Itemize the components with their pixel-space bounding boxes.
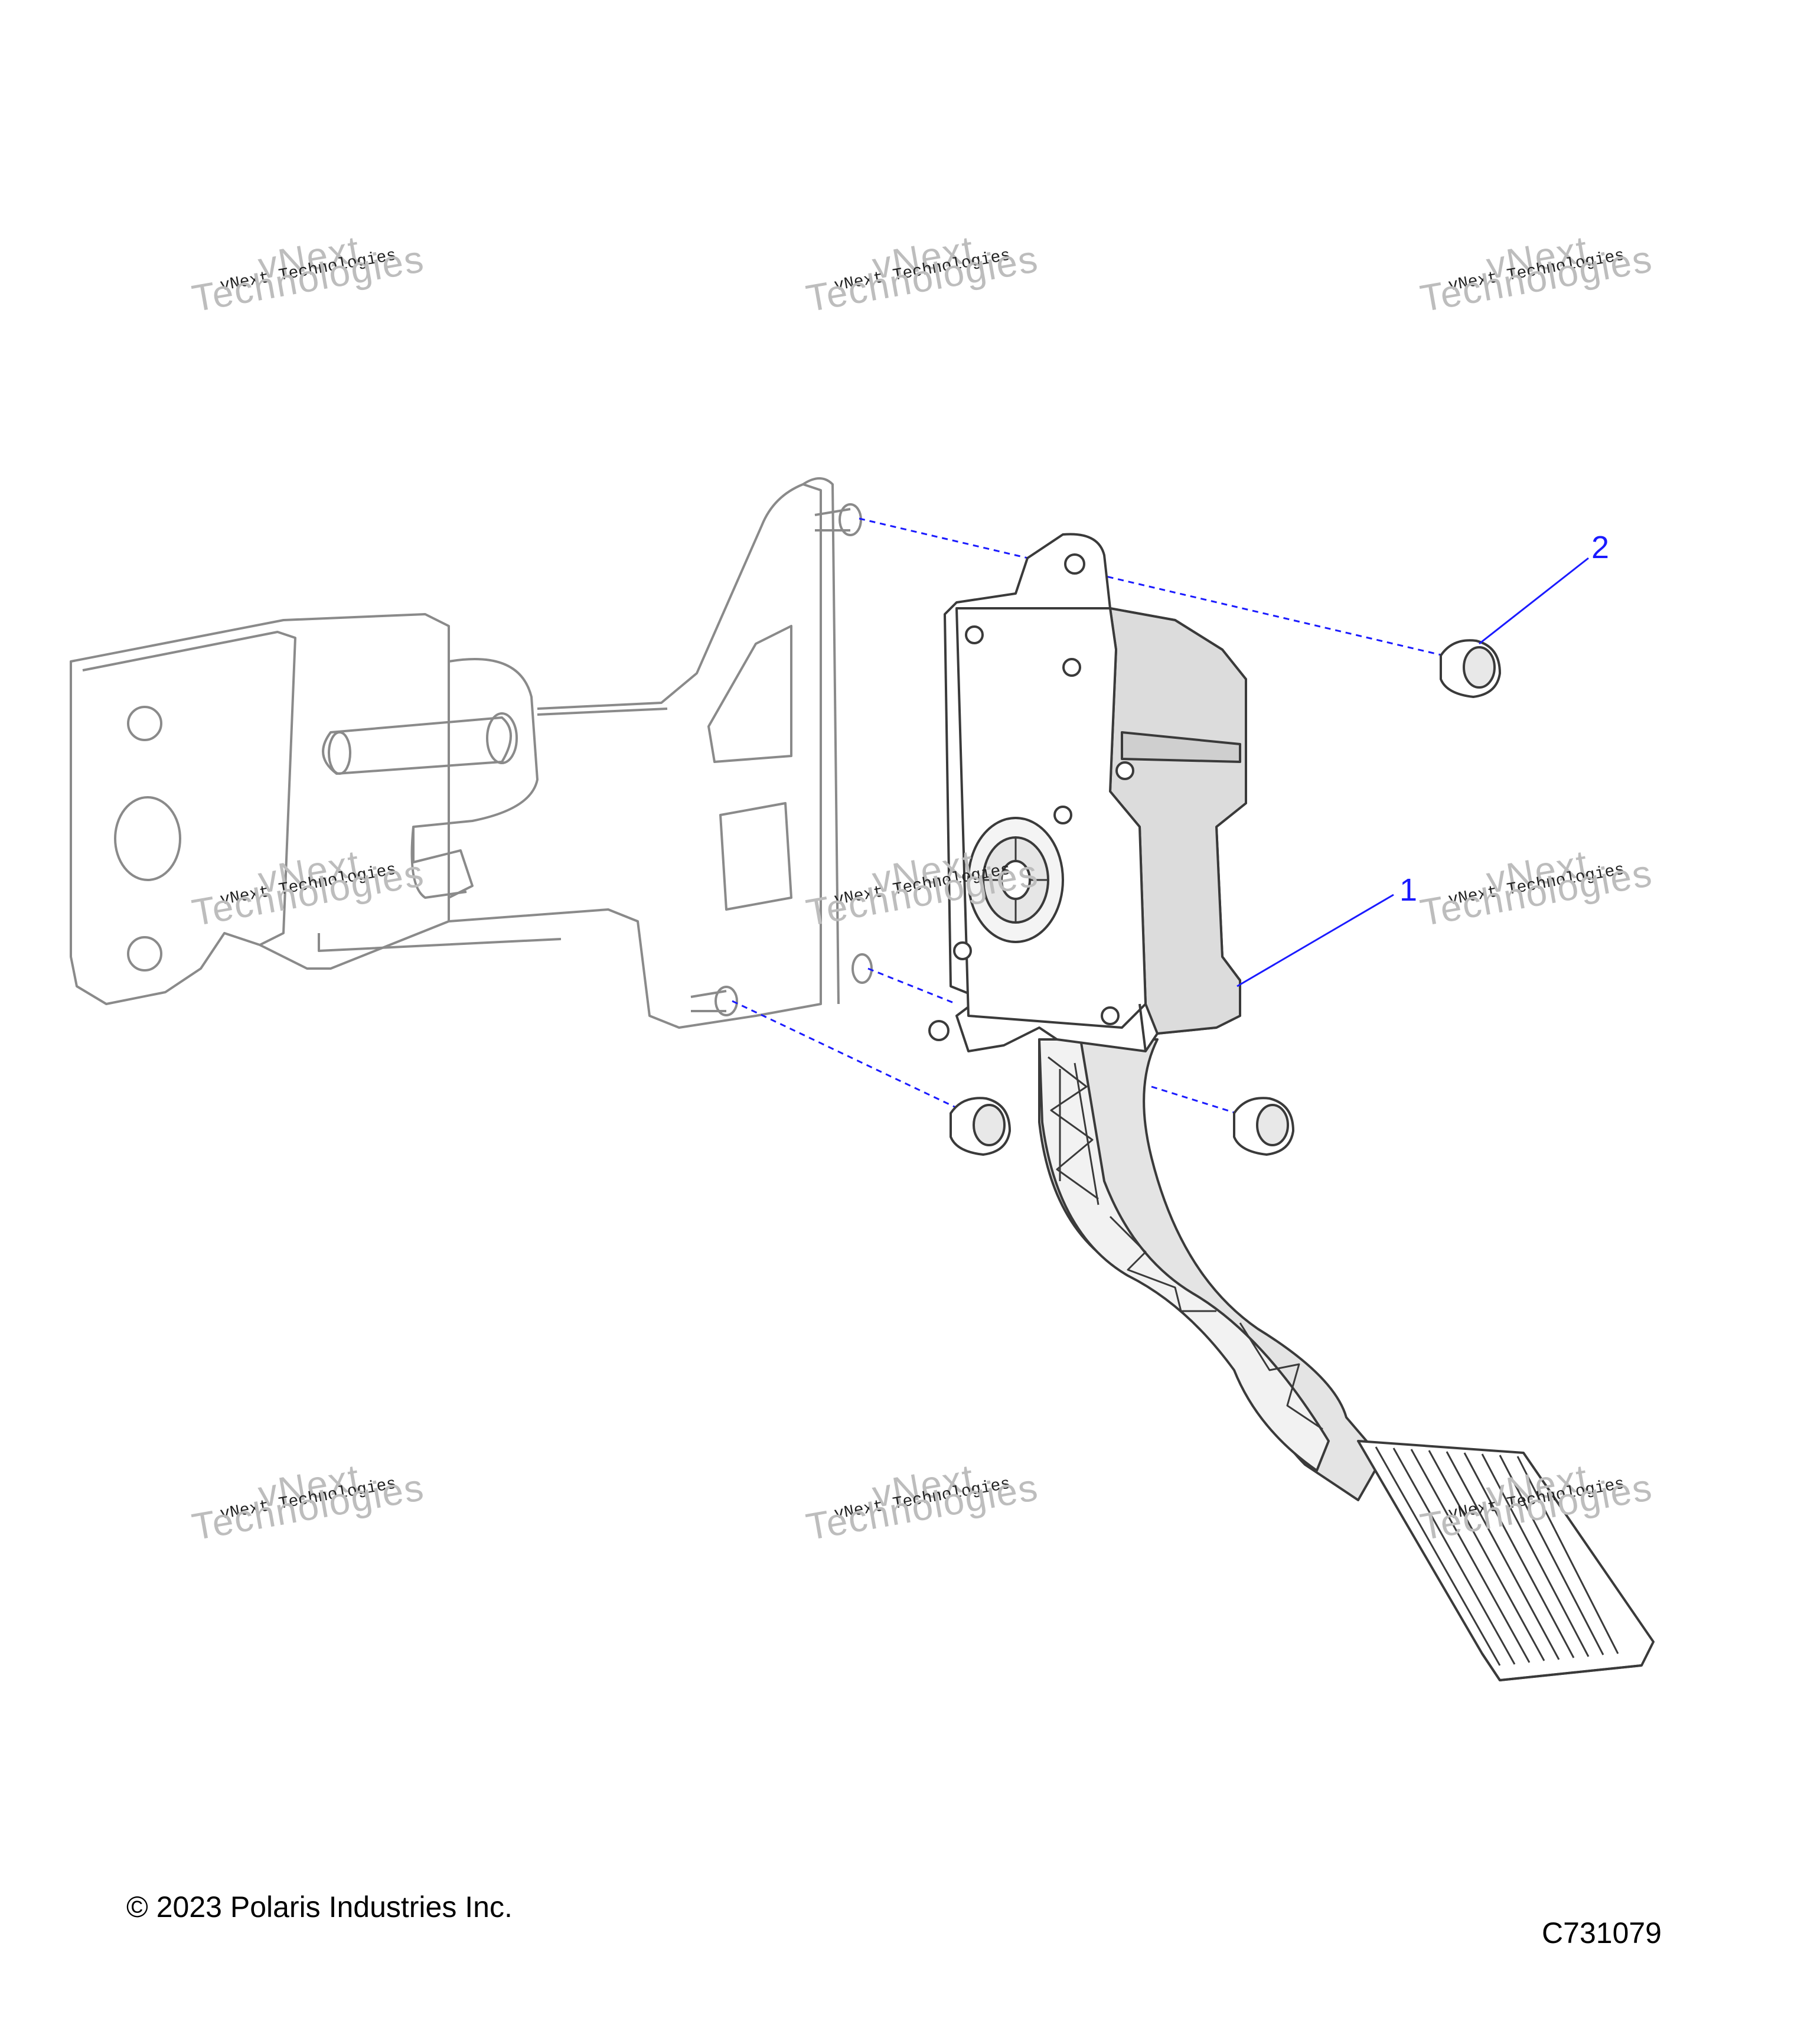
throttle-pedal-assembly [928, 533, 1655, 1681]
callout-leaders [1236, 557, 1589, 987]
flange-nut-upper [1440, 639, 1502, 699]
callout-1: 1 [1399, 872, 1417, 908]
callout-2: 2 [1591, 530, 1609, 565]
mounting-bracket [70, 477, 873, 1029]
copyright-notice: © 2023 Polaris Industries Inc. [126, 1890, 513, 1924]
flange-nut-lower-left [950, 1097, 1012, 1156]
figure-id: C731079 [1542, 1916, 1662, 1950]
assembly-lines [732, 517, 1444, 1117]
flange-nut-lower-right [1233, 1097, 1295, 1156]
